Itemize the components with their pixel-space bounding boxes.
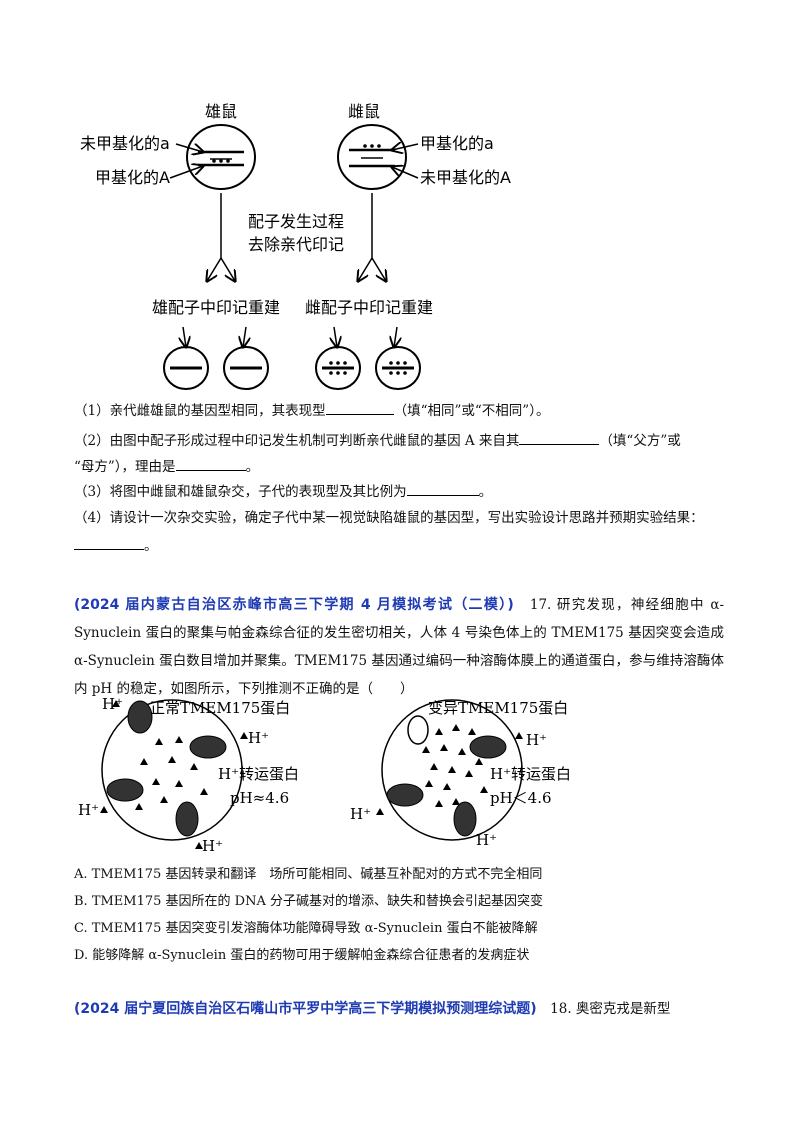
- male-label-A: 甲基化的A: [95, 168, 170, 187]
- male-methyl-marks: [212, 159, 230, 163]
- normal-lysosome: [100, 699, 248, 849]
- question-17-source: (2024 届内蒙古自治区赤峰市高三下学期 4 月模拟考试（二模）): [74, 597, 514, 613]
- female-arrow-a: [392, 144, 419, 150]
- answer-blank-2[interactable]: [519, 430, 600, 445]
- option-b[interactable]: B. TMEM175 基因所在的 DNA 分子碱基对的增添、缺失和替换会引起基因…: [74, 894, 543, 909]
- gamete-arrows: [183, 326, 397, 347]
- normal-h-4: H⁺: [202, 837, 223, 855]
- mutant-h-2: H⁺: [350, 805, 371, 823]
- normal-ph-label: pH≈4.6: [230, 789, 289, 807]
- normal-h-1: H⁺: [102, 695, 123, 713]
- question-2: （2）由图中配子形成过程中印记发生机制可判断亲代雌鼠的基因 A 来自其（填“父方…: [74, 430, 681, 451]
- lysosome-diagram: H⁺ H⁺ H⁺ H⁺ 正常TMEM175蛋白 H⁺转运蛋白 pH≈4.6 变异…: [78, 695, 571, 855]
- mutant-protons: [376, 724, 523, 815]
- female-gamete-2: [375, 346, 421, 390]
- male-arrow-a: [175, 144, 203, 152]
- mutant-lysosome: [376, 699, 523, 841]
- female-label-A: 未甲基化的A: [420, 168, 511, 187]
- female-arrow-A: [392, 167, 419, 179]
- imprinting-diagram: 雄鼠 雌鼠 未甲基化的a 甲基化的A 甲基化的a 未甲基化的A: [80, 102, 511, 390]
- question-1: （1）亲代雌雄鼠的基因型相同，其表现型（填“相同”或“不相同”）。: [74, 400, 549, 421]
- female-chromosomes: [349, 148, 395, 168]
- male-title: 雄鼠: [205, 102, 237, 121]
- male-branch: [207, 193, 235, 281]
- question-4: （4）请设计一次杂交实验，确定子代中某一视觉缺陷雄鼠的基因型，写出实验设计思路并…: [74, 510, 704, 526]
- male-label-a: 未甲基化的a: [80, 134, 170, 153]
- answer-blank-1[interactable]: [325, 400, 394, 415]
- male-arrow-A: [169, 166, 203, 179]
- mutant-transport-label: H⁺转运蛋白: [490, 765, 571, 783]
- question-2-cont: “母方”），理由是。: [74, 456, 259, 477]
- normal-transport-label: H⁺转运蛋白: [218, 765, 299, 783]
- female-gamete-1: [315, 346, 361, 390]
- answer-blank-5[interactable]: [74, 535, 144, 550]
- female-gamete-label: 雌配子中印记重建: [305, 298, 433, 317]
- option-a[interactable]: A. TMEM175 基因转录和翻译 场所可能相同、碱基互补配对的方式不完全相同: [74, 867, 543, 882]
- normal-protons: [100, 700, 248, 849]
- question-18-source: (2024 届宁夏回族自治区石嘴山市平罗中学高三下学期模拟预测理综试题): [74, 1001, 537, 1017]
- mutant-h-1: H⁺: [526, 731, 547, 749]
- male-cell: [186, 124, 256, 190]
- female-label-a: 甲基化的a: [420, 134, 494, 153]
- process-line1: 配子发生过程: [248, 212, 344, 231]
- question-17-stem: (2024 届内蒙古自治区赤峰市高三下学期 4 月模拟考试（二模）) 17. 研…: [74, 597, 725, 697]
- male-gamete-1: [163, 346, 209, 390]
- mutant-h-3: H⁺: [476, 831, 497, 849]
- male-gamete-2: [223, 346, 269, 390]
- question-4-cont: 。: [74, 535, 158, 556]
- option-c[interactable]: C. TMEM175 基因突变引发溶酶体功能障碍导致 α-Synuclein 蛋…: [74, 921, 538, 936]
- female-title: 雌鼠: [348, 102, 380, 121]
- female-cell: [337, 124, 407, 190]
- normal-h-3: H⁺: [78, 801, 99, 819]
- answer-blank-3[interactable]: [175, 456, 246, 471]
- question-18-stem: (2024 届宁夏回族自治区石嘴山市平罗中学高三下学期模拟预测理综试题) 18.…: [74, 1001, 671, 1017]
- mutant-ph-label: pH＜4.6: [490, 789, 552, 807]
- process-line2: 去除亲代印记: [248, 235, 344, 254]
- mutant-protein-label: 变异TMEM175蛋白: [428, 699, 568, 717]
- normal-h-2: H⁺: [248, 729, 269, 747]
- question-3: （3）将图中雌鼠和雄鼠杂交，子代的表现型及其比例为。: [74, 481, 492, 502]
- female-methyl-marks: [363, 144, 381, 148]
- male-gamete-label: 雄配子中印记重建: [152, 298, 280, 317]
- answer-blank-4[interactable]: [406, 481, 479, 496]
- female-branch: [358, 193, 386, 281]
- option-d[interactable]: D. 能够降解 α-Synuclein 蛋白的药物可用于缓解帕金森综合征患者的发…: [74, 948, 530, 963]
- male-chromosomes: [198, 150, 244, 167]
- normal-protein-label: 正常TMEM175蛋白: [150, 699, 290, 717]
